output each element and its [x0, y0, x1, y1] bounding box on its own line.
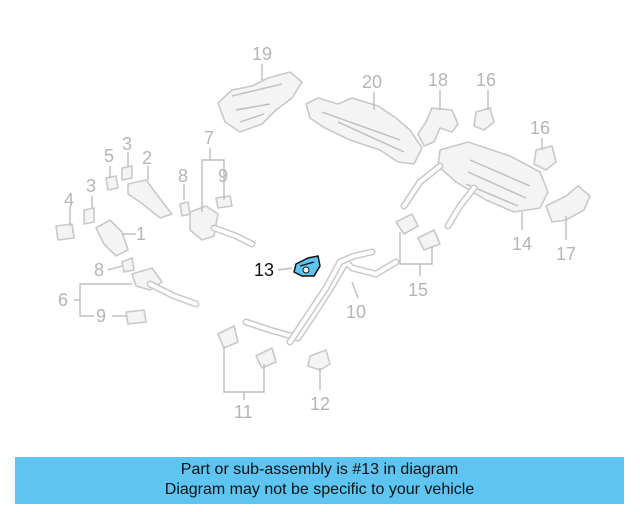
intermediate-pipe-10[interactable] [242, 248, 400, 346]
callout-11: 11 [234, 402, 253, 422]
bracket-18[interactable] [417, 107, 459, 147]
bolt-3a[interactable] [121, 165, 133, 181]
callout-8b: 8 [94, 260, 104, 280]
tailpipe-17[interactable] [545, 185, 591, 223]
info-banner: Part or sub-assembly is #13 in diagram D… [15, 457, 624, 504]
callout-13: 13 [254, 260, 274, 280]
callout-18: 18 [428, 70, 448, 90]
hanger-16a[interactable] [473, 107, 495, 131]
banner-line-1: Part or sub-assembly is #13 in diagram [180, 461, 459, 478]
sensor-5[interactable] [105, 175, 119, 191]
bracket-9b[interactable] [125, 309, 147, 325]
banner-line-2: Diagram may not be specific to your vehi… [164, 481, 475, 498]
callout-7: 7 [204, 128, 214, 148]
callout-1: 1 [136, 224, 146, 244]
heat-shield-19[interactable] [217, 71, 303, 133]
callout-4: 4 [64, 190, 74, 210]
callout-2: 2 [142, 148, 152, 168]
hanger-12[interactable] [307, 349, 331, 371]
callout-5: 5 [104, 146, 114, 166]
leader-lines [69, 64, 567, 400]
manifold-1[interactable] [95, 219, 129, 257]
callout-20: 20 [362, 72, 382, 92]
converter-2[interactable] [127, 179, 173, 219]
callout-3b: 3 [86, 176, 96, 196]
bracket-9a[interactable] [215, 195, 233, 209]
clamp-11a[interactable] [217, 325, 239, 349]
callout-8a: 8 [178, 166, 188, 186]
callout-12: 12 [310, 394, 330, 414]
clamp-15a[interactable] [395, 213, 419, 235]
heat-shield-20[interactable] [305, 97, 423, 165]
callout-3a: 3 [122, 134, 132, 154]
callout-16b: 16 [530, 118, 550, 138]
callout-14: 14 [512, 234, 532, 254]
clamp-11b[interactable] [255, 347, 277, 369]
callout-19: 19 [252, 44, 272, 64]
clamp-15b[interactable] [417, 229, 441, 251]
callout-9b: 9 [96, 306, 106, 326]
callout-17: 17 [556, 244, 576, 264]
bolt-3b[interactable] [83, 207, 95, 225]
callout-15: 15 [408, 280, 428, 300]
gasket-8b[interactable] [121, 257, 135, 273]
clamp-4[interactable] [55, 223, 75, 241]
hanger-16b[interactable] [533, 145, 557, 171]
catalytic-converter-7[interactable] [189, 205, 256, 248]
callout-9a: 9 [218, 166, 228, 186]
rear-muffler-14[interactable] [400, 141, 549, 230]
callout-10: 10 [346, 302, 366, 322]
front-pipe-6[interactable] [131, 267, 200, 308]
callout-16a: 16 [476, 70, 496, 90]
gasket-8a[interactable] [179, 201, 191, 217]
callout-6: 6 [58, 290, 68, 310]
highlighted-part-13[interactable] [293, 255, 321, 277]
